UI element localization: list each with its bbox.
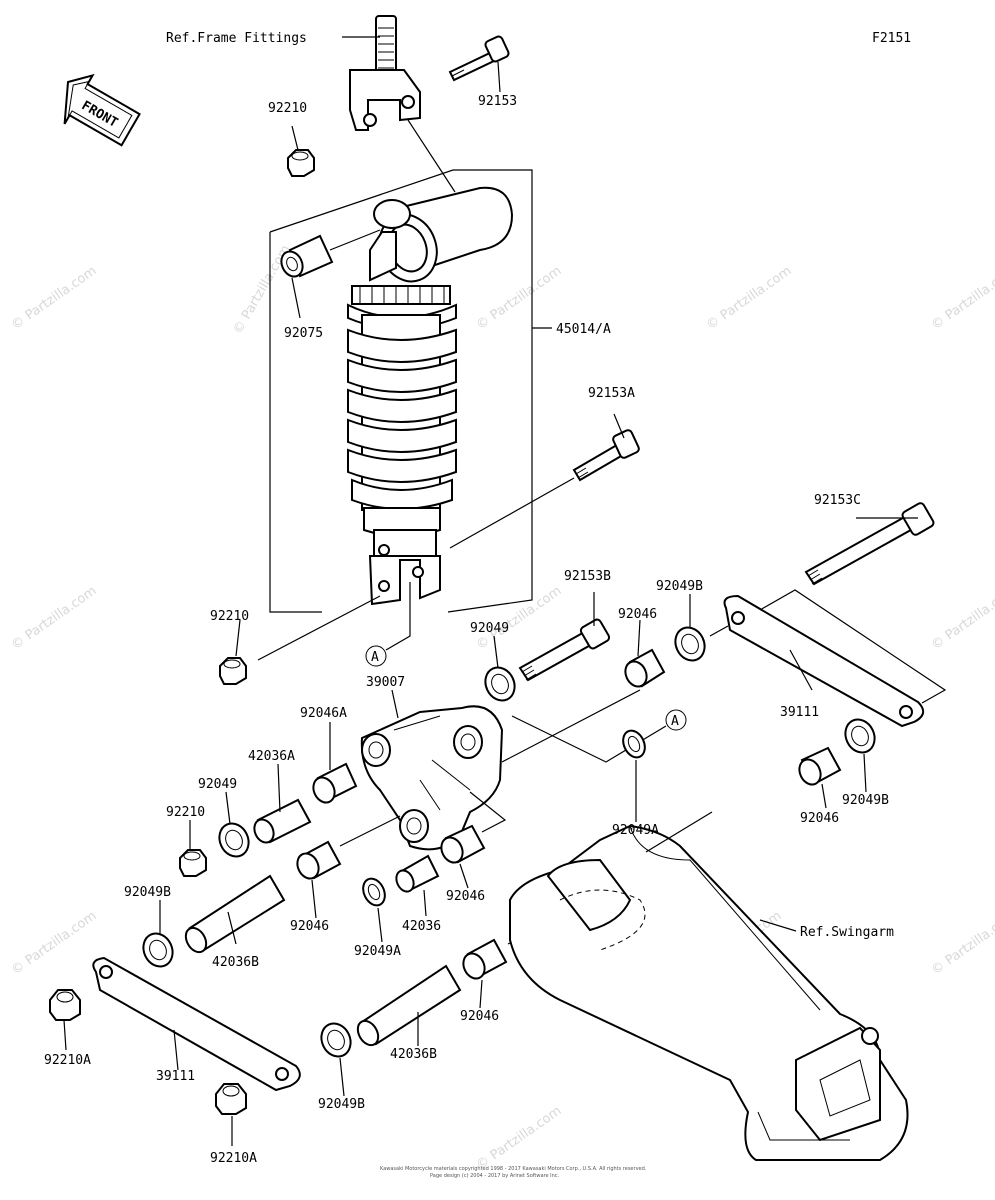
part-label-39111: 39111 <box>780 705 819 720</box>
part-label-39007: 39007 <box>366 675 405 690</box>
part-label-92049a: 92049A <box>354 944 401 959</box>
part-label-92210a: 92210A <box>210 1151 257 1166</box>
part-label-92046: 92046 <box>446 889 485 904</box>
tie-rod-39111-left <box>92 956 301 1092</box>
part-label-45014-a: 45014/A <box>556 322 611 337</box>
tie-rod-39111-right <box>709 589 947 728</box>
bearing-92046-mid2 <box>440 791 507 864</box>
front-arrow-icon: FRONT <box>63 73 141 147</box>
circle-a-label: A <box>371 650 379 665</box>
copyright-line-2: Page design (c) 2004 - 2017 by Arinet So… <box>430 1173 560 1179</box>
collar-92049A-mid <box>362 877 386 907</box>
collar-92049B-left <box>142 932 174 968</box>
part-label-92210: 92210 <box>268 101 307 116</box>
bolt-92153B <box>518 618 611 682</box>
collar-92049B-right <box>844 718 876 754</box>
part-label-92049a: 92049A <box>612 823 659 838</box>
watermark: © Partzilla.com <box>474 1103 565 1173</box>
nut-92210-mid <box>219 595 381 685</box>
part-label-42036: 42036 <box>402 919 441 934</box>
copyright-line-1: Kawasaki Motorcycle materials copyrighte… <box>380 1166 647 1172</box>
nut-92210A-left <box>49 989 81 1021</box>
frame-fitting <box>349 15 421 131</box>
part-label-92210: 92210 <box>210 609 249 624</box>
part-labels: Ref.Frame Fittings 92210 92153 92075 450… <box>44 31 894 1166</box>
part-label-92210a: 92210A <box>44 1053 91 1068</box>
bearing-92046-top <box>624 648 666 688</box>
watermark: © Partzilla.com <box>929 263 995 333</box>
leader-lines <box>63 36 918 1146</box>
bearing-92046A <box>312 762 358 804</box>
ref-swingarm-label: Ref.Swingarm <box>800 925 894 940</box>
sleeve-42036B-left <box>184 874 286 954</box>
part-label-92046: 92046 <box>290 919 329 934</box>
part-label-92049: 92049 <box>198 777 237 792</box>
bolt-92153A <box>449 429 640 549</box>
part-label-92153b: 92153B <box>564 569 611 584</box>
part-label-92210: 92210 <box>166 805 205 820</box>
part-label-92049b: 92049B <box>842 793 889 808</box>
part-label-92046: 92046 <box>618 607 657 622</box>
part-label-42036a: 42036A <box>248 749 295 764</box>
collar-92049-left <box>218 822 250 858</box>
bearing-92046-right <box>798 746 842 786</box>
part-label-42036b: 42036B <box>212 955 259 970</box>
collar-92049A-right <box>501 689 646 763</box>
sleeve-42036 <box>395 854 440 893</box>
figure-code: F2151 <box>872 31 911 46</box>
bolt-92153 <box>448 35 510 82</box>
nut-92210A-bottom <box>215 1083 247 1115</box>
reference-circle-a: A <box>365 582 411 667</box>
swingarm <box>509 811 909 1161</box>
part-label-92049b: 92049B <box>656 579 703 594</box>
part-label-92075: 92075 <box>284 326 323 341</box>
nut-92210-left <box>179 849 207 877</box>
part-label-92153c: 92153C <box>814 493 861 508</box>
part-label-92046: 92046 <box>800 811 839 826</box>
part-label-92153a: 92153A <box>588 386 635 401</box>
watermark: © Partzilla.com <box>929 908 995 978</box>
watermark: © Partzilla.com <box>474 583 565 653</box>
part-label-39111: 39111 <box>156 1069 195 1084</box>
part-label-92046: 92046 <box>460 1009 499 1024</box>
part-label-92049b: 92049B <box>124 885 171 900</box>
part-label-92046a: 92046A <box>300 706 347 721</box>
watermark: © Partzilla.com <box>474 263 565 333</box>
collar-92049B-top <box>674 626 706 662</box>
shock-absorber <box>269 119 533 613</box>
part-label-92049: 92049 <box>470 621 509 636</box>
nut-92210-top <box>287 149 315 177</box>
sleeve-42036B-low <box>356 964 462 1047</box>
bushing-92075 <box>280 229 381 278</box>
part-label-42036b: 42036B <box>390 1047 437 1062</box>
bolt-92153C <box>804 502 935 586</box>
watermark: © Partzilla.com <box>9 583 100 653</box>
ref-frame-fittings-label: Ref.Frame Fittings <box>166 31 307 46</box>
sleeve-42036A <box>253 798 312 844</box>
reference-circle-a: A <box>511 709 687 763</box>
watermark: © Partzilla.com <box>9 908 100 978</box>
watermark: © Partzilla.com <box>929 583 995 653</box>
part-label-92049b: 92049B <box>318 1097 365 1112</box>
part-label-92153: 92153 <box>478 94 517 109</box>
collar-92049-top <box>484 666 516 702</box>
rocker-arm-39007 <box>360 705 504 851</box>
collar-92049B-low <box>320 1022 352 1058</box>
watermark: © Partzilla.com <box>704 263 795 333</box>
watermark: © Partzilla.com <box>9 263 100 333</box>
circle-a-label: A <box>671 714 679 729</box>
bearing-92046-mid <box>296 815 401 880</box>
